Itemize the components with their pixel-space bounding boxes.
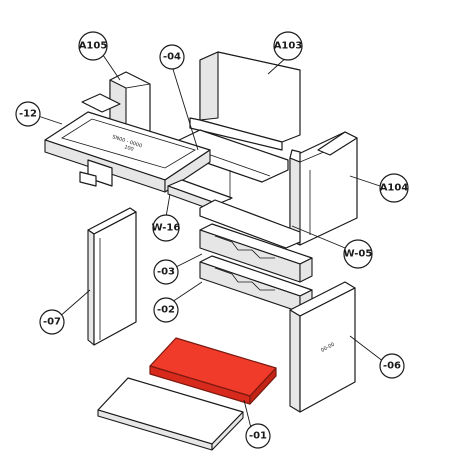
callout-w16-label: W-16 xyxy=(152,223,181,234)
part-07-side-panel[interactable] xyxy=(87,207,137,346)
callout-07-label: -07 xyxy=(43,317,61,328)
part-a103-back-wall[interactable] xyxy=(189,51,301,151)
callout-01-label: -01 xyxy=(249,431,267,442)
svg-text:100: 100 xyxy=(123,144,134,153)
callout-04-label: -04 xyxy=(163,52,181,63)
part-01-base-plate-highlighted[interactable] xyxy=(149,337,277,405)
part-06-front-panel[interactable]: 00-00 xyxy=(289,281,356,413)
callout-12: -12 xyxy=(15,101,41,127)
callout-12-label: -12 xyxy=(19,109,37,120)
callout-01: -01 xyxy=(245,423,271,449)
callout-03-label: -03 xyxy=(157,267,175,278)
callout-06-label: -06 xyxy=(383,361,401,372)
part-01-bottom-plate[interactable] xyxy=(97,377,244,451)
callout-w05: W-05 xyxy=(343,239,373,269)
callout-a104: A104 xyxy=(379,173,409,203)
callout-04: -04 xyxy=(159,44,185,70)
part-03-brick[interactable] xyxy=(199,223,313,283)
callout-a104-label: A104 xyxy=(380,183,409,194)
part-w05-rail[interactable] xyxy=(199,199,301,249)
callout-w05-label: W-05 xyxy=(344,249,373,260)
callout-a105: A105 xyxy=(78,31,108,61)
part-12-top-plate[interactable]: SN00 - 0000 100 xyxy=(44,111,211,193)
callout-07: -07 xyxy=(39,309,65,335)
callout-02-label: -02 xyxy=(157,305,175,316)
callout-02: -02 xyxy=(153,297,179,323)
callout-a105-label: A105 xyxy=(79,41,108,52)
callout-a103-label: A103 xyxy=(274,41,303,52)
part-a104-side-wall[interactable] xyxy=(289,131,358,246)
callout-03: -03 xyxy=(153,259,179,285)
callout-w16: W-16 xyxy=(152,214,181,242)
callout-a103: A103 xyxy=(273,31,303,61)
callout-06: -06 xyxy=(379,353,405,379)
